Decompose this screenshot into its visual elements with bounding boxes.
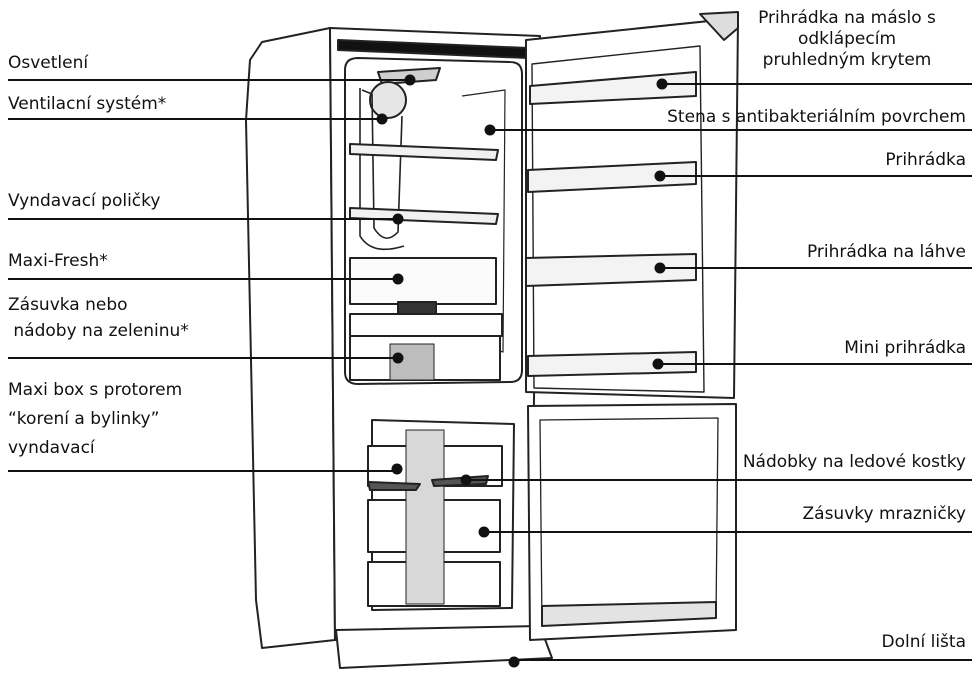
label-butter-compartment-line-3: pruhledným krytem	[762, 50, 932, 70]
refrigerator-drawing	[245, 11, 739, 669]
mini-shelf	[527, 351, 697, 377]
freezer-drawers-center-front	[405, 429, 445, 605]
label-removable-shelves: Vyndavací poličky	[8, 191, 161, 211]
cabinet-left-side	[245, 27, 336, 649]
label-maxi-box-line-1: Maxi box s protorem	[8, 380, 183, 400]
fridge-door	[525, 17, 739, 399]
label-vegetable-drawer-line-1: Zásuvka nebo	[8, 295, 128, 315]
label-butter-compartment: Prihrádka na máslo s odklápecím pruhledn…	[738, 8, 956, 71]
fridge-door-hinge-top	[699, 11, 739, 41]
ventilation-fan	[369, 81, 407, 119]
label-bottom-strip: Dolní lišta	[881, 632, 966, 652]
label-bottle-shelf: Prihrádka na láhve	[806, 242, 966, 262]
freezer-door-bottom-strip	[541, 601, 717, 627]
maxi-fresh-handle	[397, 301, 437, 315]
fridge-shelf-2	[349, 207, 499, 225]
label-mini-shelf: Mini prihrádka	[844, 338, 966, 358]
label-antibacterial-wall: Stena s antibakteriálním povrchem	[667, 107, 966, 127]
label-freezer-drawers: Zásuvky mrazničky	[802, 504, 967, 524]
freezer-door	[527, 403, 737, 641]
crisper-drawer-front	[389, 343, 435, 381]
label-maxi-fresh: Maxi-Fresh*	[8, 251, 108, 271]
bottle-shelf	[525, 253, 697, 287]
label-vegetable-drawer-line-2: nádoby na zeleninu*	[8, 321, 189, 341]
leader-dots	[376, 74, 668, 668]
ventilation-duct	[359, 88, 405, 251]
label-ice-cube-trays: Nádobky na ledové kostky	[742, 452, 966, 472]
fridge-shelf-1	[349, 143, 499, 161]
ice-cube-tray-left	[367, 481, 421, 491]
butter-compartment	[529, 71, 697, 105]
leader-lines	[8, 79, 972, 661]
bottom-plinth	[335, 625, 553, 669]
label-vegetable-drawer: Zásuvka nebo nádoby na zeleninu*	[8, 292, 189, 344]
maxi-fresh-box	[349, 257, 497, 305]
crisper-drawer-lid	[349, 313, 503, 337]
label-butter-compartment-line-1: Prihrádka na máslo s	[758, 8, 936, 28]
label-door-shelf: Prihrádka	[885, 150, 966, 170]
label-ventilation-system: Ventilacní systém*	[8, 94, 167, 114]
label-lighting: Osvetlení	[8, 53, 89, 73]
label-maxi-box: Maxi box s protorem “korení a bylinky” v…	[8, 376, 182, 463]
label-maxi-box-line-2: “korení a bylinky”	[8, 409, 160, 429]
door-shelf	[527, 161, 697, 193]
label-maxi-box-line-3: vyndavací	[8, 438, 95, 458]
label-butter-compartment-line-2: odklápecím	[797, 29, 897, 49]
